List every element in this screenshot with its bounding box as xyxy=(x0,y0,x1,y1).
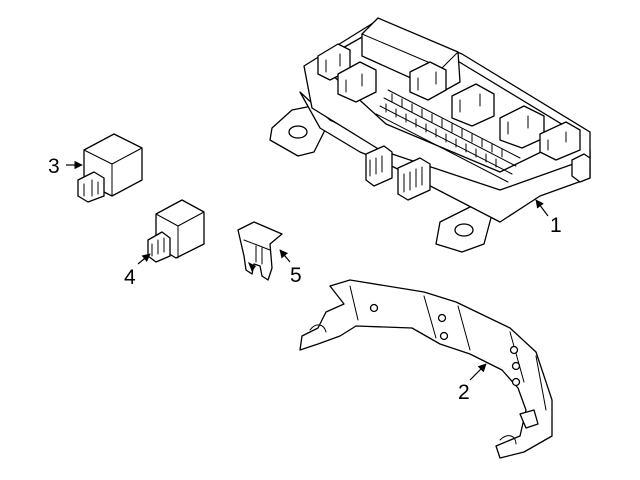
fuse-box-part xyxy=(269,17,591,253)
callout-3-label: 3 xyxy=(48,155,60,178)
callout-1: 1 xyxy=(535,199,562,237)
mounting-bracket-part xyxy=(299,279,553,459)
callout-5-label: 5 xyxy=(290,264,302,287)
callout-4: 4 xyxy=(124,253,151,289)
relay-part xyxy=(77,133,143,203)
blade-fuse-part xyxy=(237,221,283,281)
callout-3: 3 xyxy=(48,155,83,178)
callout-2-label: 2 xyxy=(458,381,470,404)
callout-1-label: 1 xyxy=(550,214,562,237)
callout-4-label: 4 xyxy=(124,266,136,289)
callout-2: 2 xyxy=(458,363,487,404)
callout-5: 5 xyxy=(279,249,302,287)
small-relay-part xyxy=(147,199,205,263)
